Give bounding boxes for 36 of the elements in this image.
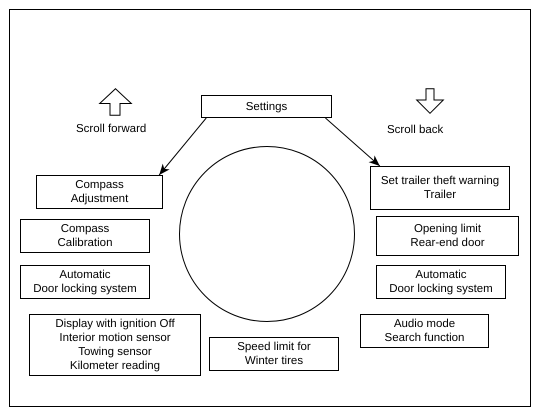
- menu-item-text: Calibration: [58, 236, 112, 250]
- menu-box: [20, 265, 150, 299]
- menu-item-text: Speed limit for: [237, 340, 311, 354]
- menu-item-text: Automatic: [415, 268, 467, 282]
- menu-item-text: Display with ignition Off: [55, 317, 175, 331]
- menu-item-text: Door locking system: [33, 282, 137, 296]
- menu-box: [201, 95, 332, 118]
- menu-item-text: Automatic: [59, 268, 111, 282]
- menu-box: [360, 314, 489, 348]
- arrow: [324, 118, 380, 166]
- scroll-direction-label: Scroll back: [387, 123, 444, 137]
- menu-item-text: Search function: [384, 331, 464, 345]
- menu-box: [376, 265, 506, 299]
- menu-box: [209, 337, 339, 371]
- menu-item-text: Set trailer theft warning: [380, 174, 500, 188]
- menu-box: [20, 219, 150, 253]
- menu-item-text: Interior motion sensor: [59, 331, 171, 345]
- scroll-direction-label: Scroll forward: [76, 122, 146, 136]
- menu-item-text: Compass: [60, 222, 110, 236]
- menu-item-text: Opening limit: [414, 222, 482, 236]
- menu-item-text: Rear-end door: [410, 236, 485, 250]
- menu-item-text: Kilometer reading: [70, 359, 160, 373]
- menu-item-text: Towing sensor: [78, 345, 152, 359]
- menu-box: [370, 166, 510, 210]
- menu-box: [36, 175, 163, 209]
- dial-circle: [179, 146, 355, 322]
- arrow: [158, 118, 207, 176]
- menu-item-text: Compass: [75, 178, 124, 192]
- menu-item-text: Adjustment: [70, 192, 128, 206]
- menu-item-text: Winter tires: [244, 354, 304, 368]
- menu-item-text: Audio mode: [394, 317, 456, 331]
- menu-item-text: Door locking system: [389, 282, 493, 296]
- menu-box: [29, 314, 201, 376]
- menu-box: [376, 216, 519, 256]
- menu-item-text: Settings: [246, 100, 288, 114]
- menu-item-text: Trailer: [424, 188, 456, 202]
